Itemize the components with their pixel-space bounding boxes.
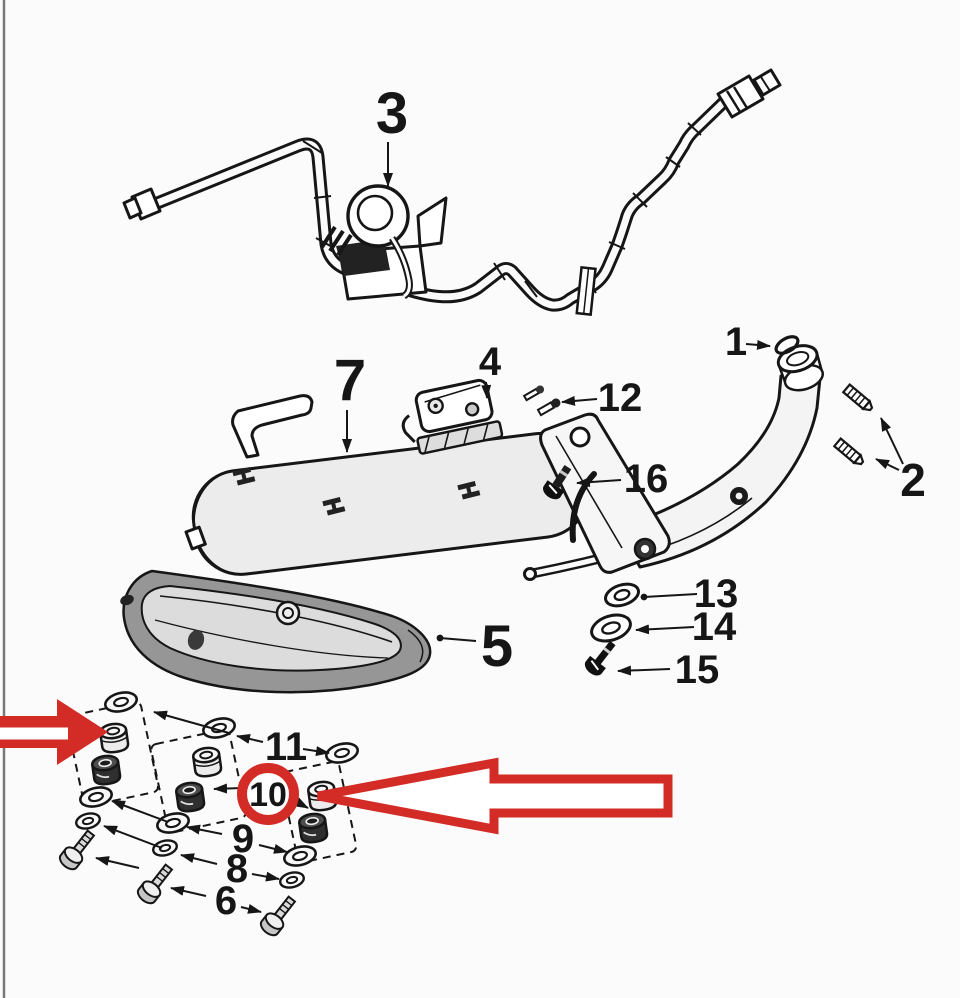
callout-13-label: 13: [694, 572, 739, 616]
callout-11-label: 11: [265, 725, 307, 769]
pipe-end-fitting: [716, 68, 782, 119]
callout-3-label: 3: [376, 81, 408, 146]
callout-4-line: [481, 381, 492, 399]
part4-valve-unit: [401, 378, 504, 455]
muffler-clips: [232, 467, 481, 516]
callout-12-line: [561, 395, 598, 406]
callout-8-line-b: [103, 825, 163, 849]
callout-6: 6: [95, 856, 262, 923]
callout-14-line: [635, 624, 695, 635]
shield-bolt-dot: [120, 594, 134, 606]
callout-13-line: [640, 593, 698, 601]
callout-6-label: 6: [215, 879, 237, 923]
callout-16-label: 16: [624, 457, 669, 501]
callout-1: 1: [725, 320, 771, 364]
callout-5: 5: [436, 614, 513, 679]
rubber-mount-dark: [297, 811, 330, 845]
callout-7-label: 7: [334, 348, 366, 413]
highlight-ring: [237, 763, 299, 825]
callout-11-line-c: [302, 746, 330, 756]
part14-washer: [590, 613, 632, 643]
pipe-left-end-tip: [122, 196, 143, 220]
part7-muffler: [184, 394, 590, 576]
red-arrow-white-stripe: [0, 727, 68, 740]
part1-gasket-oring: [774, 335, 800, 355]
air-pump-body: [320, 184, 448, 301]
muffler-hanger-arm: [231, 394, 314, 459]
callout-9-line-c: [258, 843, 288, 854]
callout-4-label: 4: [479, 340, 502, 384]
part12-screws: [522, 385, 561, 417]
callout-12: 12: [561, 376, 643, 420]
callout-2-line-b: [875, 458, 900, 471]
rubber-mount-dark: [90, 753, 123, 787]
rubber-mount: [98, 721, 131, 755]
callout-8-line-a: [180, 853, 218, 865]
callout-3: 3: [376, 81, 408, 187]
bracket-plate: [539, 412, 671, 574]
dashed-group-box: [150, 728, 247, 834]
pump-fin: [416, 196, 448, 248]
callout-10-label: 10: [249, 776, 287, 814]
callout-11: 11: [153, 710, 330, 769]
pump-solenoid: [336, 239, 390, 276]
part5-heat-shield: [120, 569, 432, 694]
muffler-stub: [184, 525, 207, 551]
pipe-inlet-flange: [776, 344, 825, 392]
bracket-hole-top: [569, 426, 591, 448]
part16-bolt: [542, 465, 572, 500]
callout-9-line-b: [111, 800, 169, 823]
callout-8: 8: [103, 825, 280, 891]
callout-9-line-a: [186, 824, 223, 835]
shield-dark-detail: [187, 630, 205, 650]
pipe-body: [616, 374, 822, 569]
callout-6-line-c: [240, 903, 262, 914]
callout-11-line-b: [153, 710, 230, 734]
callout-2-label: 2: [900, 454, 926, 506]
rubber-mount-dark: [174, 780, 207, 814]
exhaust-header-pipe: [523, 344, 825, 581]
callout-2-line-a: [880, 417, 904, 465]
pump-bellows: [320, 225, 353, 257]
callout-9-label: 9: [232, 817, 254, 861]
callout-5-line: [436, 634, 477, 642]
part13-washer: [604, 582, 640, 608]
callout-5-label: 5: [481, 614, 513, 679]
callout-15-line: [617, 665, 671, 676]
dashed-group-box: [65, 701, 160, 807]
callout-14: 14: [635, 605, 737, 649]
callout-15-label: 15: [675, 648, 720, 692]
shield-emblem-circle: [275, 600, 301, 626]
rubber-mount: [191, 745, 224, 779]
callout-4: 4: [479, 340, 502, 399]
callout-10-line-a: [213, 783, 243, 794]
callout-9: 9: [111, 800, 288, 861]
part15-bolt: [584, 640, 616, 676]
mounting-hardware-cluster: 11 9 8 6: [56, 688, 362, 940]
callout-13: 13: [640, 572, 739, 616]
callout-7: 7: [334, 348, 366, 453]
callout-12-label: 12: [598, 376, 643, 420]
callout-1-label: 1: [725, 320, 747, 364]
callout-6-line-b: [95, 856, 140, 869]
callout-15: 15: [617, 648, 720, 692]
callout-16: 16: [576, 457, 669, 501]
callout-11-line-a: [236, 734, 264, 744]
red-annotations: 10: [0, 699, 673, 835]
callout-6-line-a: [170, 886, 207, 897]
red-arrow-pointing-left-icon: [317, 757, 673, 835]
pipe-clip: [575, 266, 597, 316]
part3-air-pipe-assembly: [122, 68, 782, 316]
valve-clip: [401, 414, 416, 444]
callout-8-label: 8: [226, 847, 248, 891]
callout-1-line: [745, 339, 771, 350]
callout-14-label: 14: [692, 605, 737, 649]
callout-8-line-c: [251, 871, 280, 882]
callout-2: 2: [875, 417, 926, 506]
callout-16-line: [576, 477, 622, 488]
dashed-group-box: [279, 760, 358, 864]
shield-inner-panel: [140, 584, 402, 672]
